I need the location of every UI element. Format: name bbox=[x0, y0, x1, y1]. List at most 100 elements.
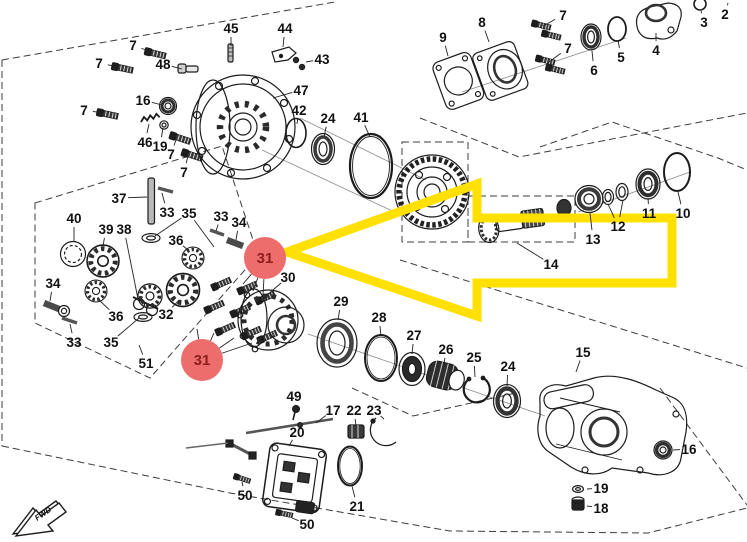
part-washer-35-upper bbox=[141, 233, 161, 244]
callout-50: 50 bbox=[237, 481, 253, 503]
callout-4: 4 bbox=[652, 33, 660, 58]
part-seal-6 bbox=[580, 23, 602, 51]
svg-text:32: 32 bbox=[158, 307, 173, 322]
svg-text:33: 33 bbox=[159, 205, 175, 220]
svg-text:3: 3 bbox=[700, 15, 708, 30]
svg-text:2: 2 bbox=[721, 7, 729, 22]
part-block-22 bbox=[347, 424, 365, 439]
svg-text:15: 15 bbox=[575, 345, 591, 360]
part-bolt-50-lower bbox=[274, 508, 294, 519]
svg-text:21: 21 bbox=[349, 499, 365, 514]
part-drain-plug-18 bbox=[571, 496, 585, 511]
svg-text:23: 23 bbox=[366, 403, 382, 418]
callout-33: 33 bbox=[213, 209, 229, 232]
svg-text:24: 24 bbox=[500, 359, 516, 374]
part-gasket-9 bbox=[432, 51, 485, 110]
callout-43: 43 bbox=[305, 52, 330, 67]
part-bearing-carrier-8 bbox=[472, 41, 529, 101]
svg-text:7: 7 bbox=[564, 41, 572, 56]
callout-3: 3 bbox=[700, 10, 708, 30]
callout-27: 27 bbox=[406, 328, 422, 355]
part-pinion-gear-36-right bbox=[180, 245, 206, 271]
svg-text:14: 14 bbox=[543, 257, 559, 272]
callout-47: 47 bbox=[272, 83, 309, 99]
part-side-gear-32 bbox=[167, 274, 200, 307]
callout-17: 17 bbox=[315, 403, 341, 424]
svg-text:34: 34 bbox=[45, 276, 61, 291]
svg-text:7: 7 bbox=[129, 38, 137, 53]
svg-text:26: 26 bbox=[438, 342, 454, 357]
svg-text:24: 24 bbox=[320, 111, 336, 126]
part-pin-33-top bbox=[157, 186, 174, 194]
svg-text:51: 51 bbox=[138, 356, 154, 371]
part-pin-33-right bbox=[209, 228, 225, 237]
part-oring-21 bbox=[337, 445, 363, 487]
svg-text:47: 47 bbox=[293, 83, 308, 98]
callout-16: 16 bbox=[135, 93, 163, 108]
callout-11: 11 bbox=[642, 197, 657, 221]
part-yoke-4 bbox=[635, 2, 682, 40]
part-diff-case-30 bbox=[236, 288, 305, 353]
callout-7: 7 bbox=[180, 155, 189, 180]
callout-7: 7 bbox=[548, 41, 572, 63]
svg-text:22: 22 bbox=[346, 403, 361, 418]
callout-19: 19 bbox=[152, 127, 168, 154]
svg-text:48: 48 bbox=[155, 57, 171, 72]
svg-text:29: 29 bbox=[333, 294, 348, 309]
callout-35: 35 bbox=[103, 317, 140, 350]
svg-text:7: 7 bbox=[167, 147, 175, 162]
part-actuator-20 bbox=[261, 442, 328, 515]
callout-32: 32 bbox=[158, 299, 180, 322]
callout-20: 20 bbox=[288, 425, 305, 447]
callout-50: 50 bbox=[291, 517, 315, 532]
part-shift-fork-23 bbox=[369, 417, 397, 447]
callout-37: 37 bbox=[111, 191, 148, 206]
svg-text:30: 30 bbox=[280, 270, 295, 285]
part-screw-49 bbox=[292, 405, 301, 421]
callout-8: 8 bbox=[478, 15, 490, 43]
part-pinion-14 bbox=[478, 198, 572, 244]
callout-26: 26 bbox=[438, 342, 454, 366]
svg-text:4: 4 bbox=[652, 43, 660, 58]
callout-34: 34 bbox=[45, 276, 61, 302]
part-front-cover-47 bbox=[190, 74, 296, 180]
svg-text:9: 9 bbox=[439, 30, 447, 45]
svg-text:31: 31 bbox=[194, 352, 211, 369]
callout-6: 6 bbox=[590, 50, 598, 78]
differential-internals-box bbox=[34, 145, 259, 379]
svg-text:16: 16 bbox=[135, 93, 151, 108]
svg-text:25: 25 bbox=[466, 350, 482, 365]
callout-33: 33 bbox=[66, 323, 82, 350]
part-gasket-41 bbox=[348, 132, 394, 200]
svg-text:31: 31 bbox=[257, 250, 274, 267]
callout-25: 25 bbox=[466, 350, 482, 378]
svg-text:12: 12 bbox=[610, 219, 625, 234]
svg-text:35: 35 bbox=[103, 335, 119, 350]
callout-48: 48 bbox=[155, 57, 183, 72]
svg-text:41: 41 bbox=[353, 110, 369, 125]
svg-text:28: 28 bbox=[371, 310, 387, 325]
part-link-rod bbox=[185, 439, 257, 460]
svg-text:27: 27 bbox=[406, 328, 421, 343]
callout-30: 30 bbox=[265, 270, 296, 297]
part-washers-12 bbox=[601, 182, 629, 206]
part-spring-46 bbox=[140, 112, 161, 123]
callout-51: 51 bbox=[138, 344, 154, 371]
part-bolt-7-group-top-right bbox=[530, 19, 566, 76]
callout-7: 7 bbox=[95, 56, 120, 71]
callout-35: 35 bbox=[154, 206, 215, 248]
callout-9: 9 bbox=[439, 30, 449, 57]
highlight-arrow bbox=[273, 177, 677, 323]
svg-text:37: 37 bbox=[111, 191, 126, 206]
part-oring-3 bbox=[693, 0, 707, 11]
part-washer-19-bottom bbox=[571, 485, 584, 494]
svg-text:17: 17 bbox=[325, 403, 340, 418]
svg-text:36: 36 bbox=[168, 233, 184, 248]
part-oring-42 bbox=[285, 117, 307, 149]
part-seal-16 bbox=[158, 96, 178, 116]
svg-text:20: 20 bbox=[289, 425, 304, 440]
callout-44: 44 bbox=[277, 21, 293, 48]
part-oring-5 bbox=[607, 16, 627, 42]
